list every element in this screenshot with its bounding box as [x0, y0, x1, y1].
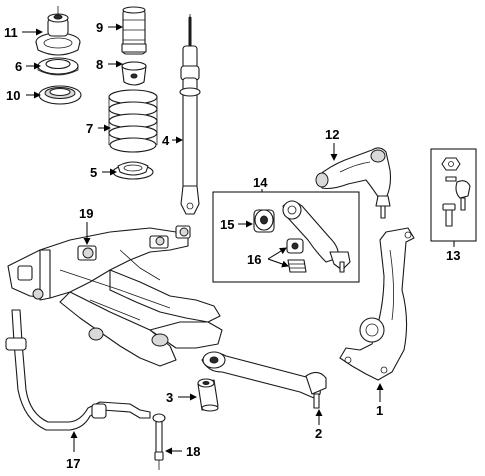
callout-18: 18: [186, 444, 200, 459]
strut-mount-part: [35, 6, 81, 56]
lower-spring-seat-part: [112, 161, 154, 180]
stabilizer-link-part: [152, 413, 166, 470]
callout-11: 11: [4, 25, 18, 40]
callout-10: 10: [6, 88, 20, 103]
callout-16: 16: [247, 252, 261, 267]
lower-arm-part: [201, 351, 327, 409]
bushing-part: [197, 378, 219, 412]
callout-5: 5: [90, 165, 97, 180]
callout-14: 14: [253, 175, 268, 190]
dust-boot-part: [121, 6, 147, 55]
callout-13: 13: [446, 248, 460, 263]
spring-insulator-part: [38, 85, 82, 105]
lower-arm-kit-box: [212, 191, 360, 283]
callout-1: 1: [376, 403, 383, 418]
callout-4: 4: [162, 133, 170, 148]
stabilizer-bar-part: [5, 309, 151, 431]
callout-2: 2: [315, 426, 322, 441]
hardware-box: [430, 148, 477, 242]
steering-knuckle-part: [339, 227, 415, 381]
coil-spring-part: [108, 89, 158, 153]
callout-19: 19: [79, 206, 93, 221]
callout-labels: 11 6 10 9 8 7 5 4 12 13 14 15 16 19 1 2 …: [4, 20, 460, 471]
callout-8: 8: [96, 57, 103, 72]
callout-12: 12: [325, 127, 339, 142]
spring-seat-part: [37, 57, 79, 76]
callout-3: 3: [166, 390, 173, 405]
callout-7: 7: [86, 121, 93, 136]
callout-leaders: [22, 23, 455, 455]
strut-part: [179, 14, 201, 215]
callout-6: 6: [15, 59, 22, 74]
upper-control-arm-part: [315, 147, 392, 219]
callout-9: 9: [96, 20, 103, 35]
callout-15: 15: [220, 217, 234, 232]
subframe-part: [7, 225, 223, 367]
callout-17: 17: [66, 456, 80, 471]
bump-stop-part: [121, 61, 147, 86]
